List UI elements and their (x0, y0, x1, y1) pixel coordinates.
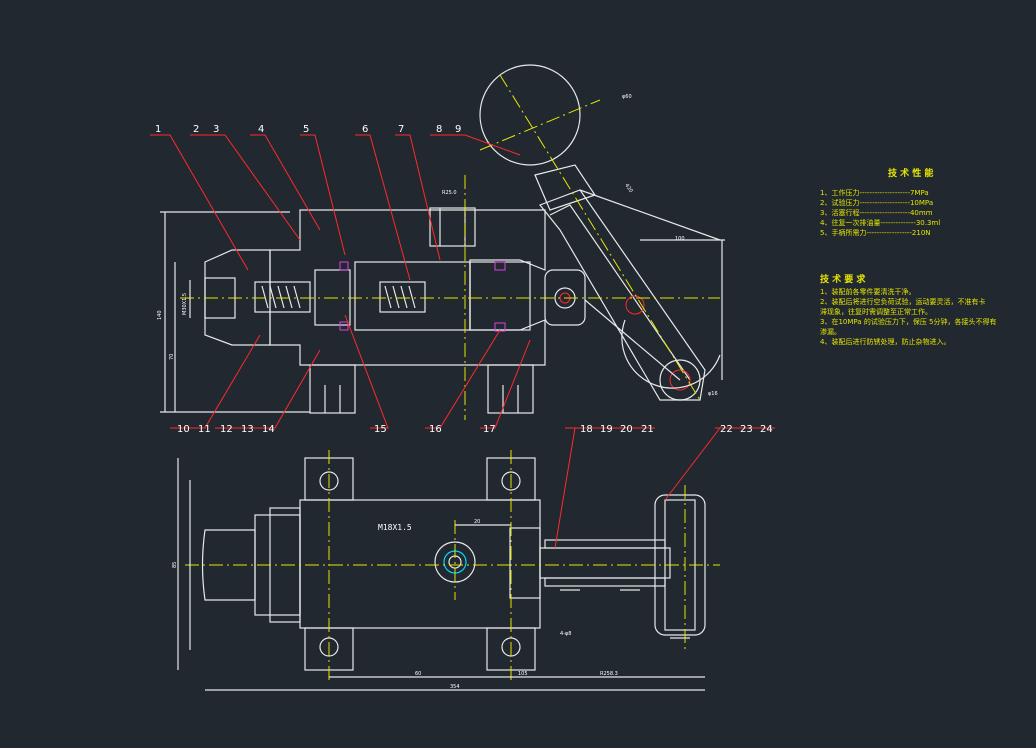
dimension-text: R25.0 (442, 190, 457, 196)
part-number: 3 (213, 124, 219, 135)
part-number: 12 (220, 424, 233, 435)
tech-req-line: 1、装配前各零件要清洗干净。 (820, 287, 915, 296)
dimension-text: 100 (675, 236, 685, 242)
part-number: 6 (362, 124, 368, 135)
dimension-text: φ60 (622, 94, 632, 100)
tech-perf-line: 1、工作压力--------------------7MPa (820, 188, 929, 197)
part-number: 14 (262, 424, 275, 435)
dimension-text: 60 (415, 671, 421, 677)
dimension-text: M30X1.5 (182, 293, 188, 315)
dimension-text: 420 (623, 183, 633, 194)
part-number: 21 (641, 424, 654, 435)
part-number: 16 (429, 424, 442, 435)
tech-req-title: 技 术 要 求 (820, 273, 866, 285)
tech-perf-title: 技 术 性 能 (888, 167, 933, 179)
part-number: 4 (258, 124, 264, 135)
dimension-text: 70 (169, 354, 175, 360)
part-number: 11 (198, 424, 211, 435)
part-number: 9 (455, 124, 461, 135)
dimension-text: 4-φ8 (560, 631, 571, 637)
part-number: 23 (740, 424, 753, 435)
part-number: 19 (600, 424, 613, 435)
part-number: 10 (177, 424, 190, 435)
part-number: 15 (374, 424, 387, 435)
tech-perf-line: 4、往复一次排油量--------------30.3ml (820, 218, 940, 227)
part-number: 18 (580, 424, 593, 435)
tech-perf-line: 5、手柄所需力------------------210N (820, 228, 931, 237)
dimension-text: 354 (450, 684, 460, 690)
dimension-text: R258.3 (600, 671, 618, 677)
tech-req-line: 4、装配后进行防锈处理，防止杂物进入。 (820, 337, 950, 346)
tech-perf-line: 2、试验压力--------------------10MPa (820, 198, 933, 207)
part-number: 5 (303, 124, 309, 135)
thread-callout: M18X1.5 (378, 523, 412, 532)
tech-req-line: 渗漏。 (820, 327, 841, 336)
tech-perf-line: 3、活塞行程--------------------40mm (820, 208, 933, 217)
dimension-text: 20 (474, 519, 480, 525)
dimension-text: 140 (157, 310, 163, 320)
part-number: 8 (436, 124, 442, 135)
part-number: 2 (193, 124, 199, 135)
plan-view (177, 427, 775, 691)
front-section-view (150, 64, 725, 429)
part-number: 22 (720, 424, 733, 435)
tech-req-line: 2、装配后将进行空负荷试验，运动要灵活，不准有卡 (820, 297, 985, 306)
part-number: 17 (483, 424, 496, 435)
part-number: 7 (398, 124, 404, 135)
part-number: 20 (620, 424, 633, 435)
dimension-text: φ16 (708, 391, 718, 397)
part-number: 24 (760, 424, 773, 435)
dimension-text: 85 (172, 562, 178, 568)
dimension-text: 105 (518, 671, 528, 677)
part-number: 1 (155, 124, 161, 135)
tech-req-line: 滞现象，往复时需调整至正常工作。 (820, 307, 932, 316)
part-number: 13 (241, 424, 254, 435)
tech-req-line: 3、在10MPa 的试验压力下，保压 5分钟，各接头不得有 (820, 317, 997, 326)
